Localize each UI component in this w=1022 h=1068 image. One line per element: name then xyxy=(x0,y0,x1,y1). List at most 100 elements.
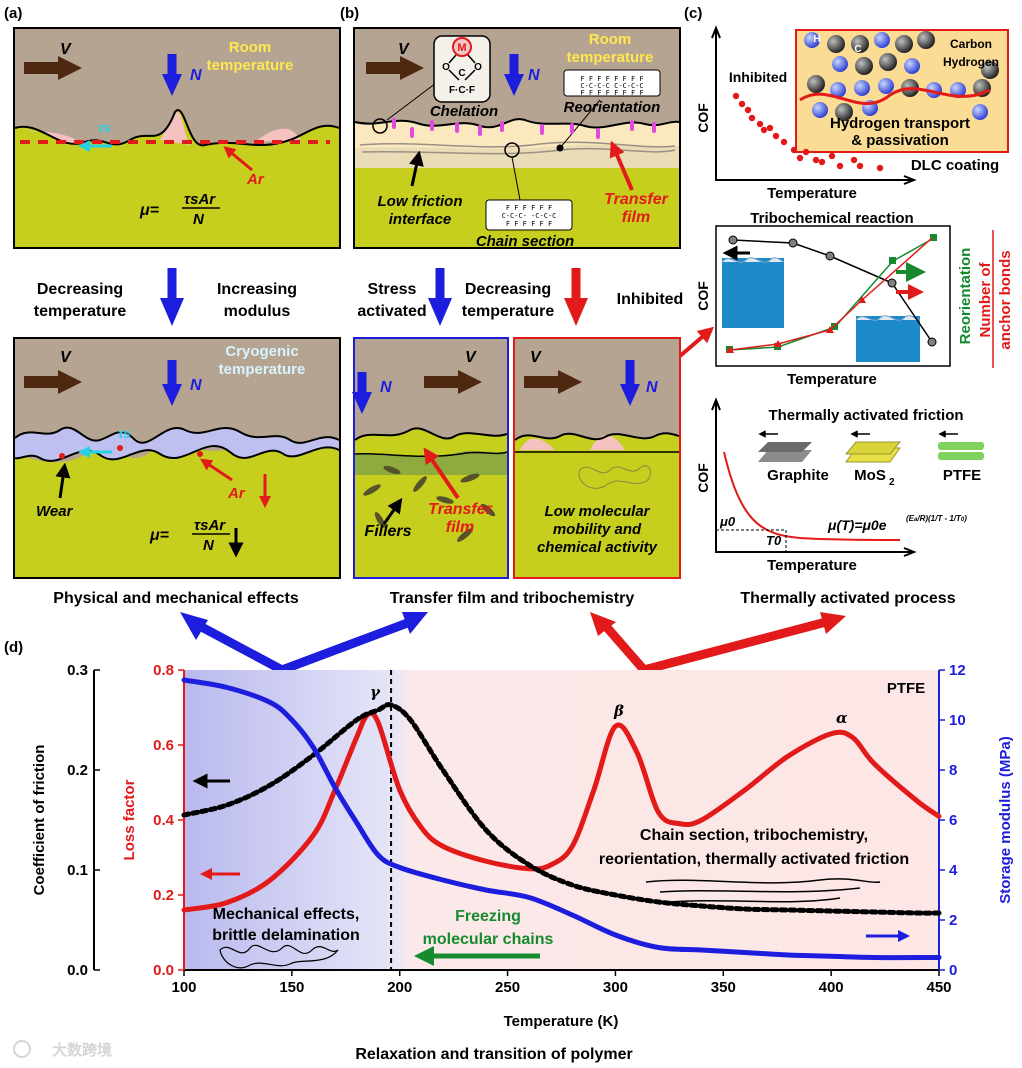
panel-b-label: (b) xyxy=(340,5,359,22)
watermark: 大数跨境 xyxy=(13,1040,112,1059)
c1-data-point xyxy=(796,154,804,162)
c1-data-point xyxy=(836,162,844,170)
cof-tick-label: 0.3 xyxy=(67,662,88,679)
panel-a-bottom-temp2: temperature xyxy=(219,361,306,378)
chart-ylabel-cof: Coefficient of friction xyxy=(31,745,48,896)
panel-c1-ylabel: COF xyxy=(695,103,711,133)
panel-c2 xyxy=(715,225,994,368)
panel-c3 xyxy=(711,397,984,557)
panel-a-left-text-1: Decreasing xyxy=(37,281,123,298)
svg-text:F F F F F F: F F F F F F xyxy=(506,204,552,212)
chart-ylabel-modulus: Storage modulus (MPa) xyxy=(997,736,1014,904)
loss-tick-label: 0.2 xyxy=(153,887,174,904)
c1-data-point xyxy=(772,132,780,140)
panel-c2-number-of: Number of xyxy=(977,261,994,337)
c1-data-point xyxy=(812,156,820,164)
panel-c1-inset-c: C xyxy=(854,44,861,55)
chart-freeze-2: molecular chains xyxy=(423,931,554,948)
modulus-tick-label: 2 xyxy=(949,912,957,929)
c1-data-point xyxy=(756,120,764,128)
peak-beta: β xyxy=(613,702,624,720)
panel-b-bottom-left xyxy=(352,337,509,579)
panel-b-low-friction-1: Low friction xyxy=(378,193,463,210)
c1-data-point xyxy=(790,146,798,154)
panel-b-caption: Transfer film and tribochemistry xyxy=(390,590,635,607)
panel-b-chelation: Chelation xyxy=(430,103,498,120)
cof-line xyxy=(181,702,942,916)
hydrogen-atom xyxy=(904,58,920,74)
panel-a-caption: Physical and mechanical effects xyxy=(53,590,299,607)
panel-b-top: F F F F F F F F C-C-C-C C-C-C-C F F F F … xyxy=(353,27,681,249)
panel-b-decreasing-1: Decreasing xyxy=(465,281,551,298)
panel-b-br-v: V xyxy=(530,349,542,366)
modulus-tick-label: 4 xyxy=(949,862,958,879)
x-tick-label: 450 xyxy=(926,979,951,996)
panel-a-top-tau: τs xyxy=(98,120,111,135)
panel-a-top-mu: μ= xyxy=(139,202,159,219)
panel-b-transfer-2: film xyxy=(622,209,650,226)
panel-c1-hydrogen: Hydrogen xyxy=(943,55,999,69)
modulus-tick-label: 10 xyxy=(949,712,966,729)
panel-a-top-v: V xyxy=(60,41,72,58)
panel-c3-ptfe: PTFE xyxy=(943,467,981,484)
panel-a-bottom-wear: Wear xyxy=(36,503,74,520)
loss-tick-label: 0.4 xyxy=(153,812,175,829)
panel-b-bottom-right xyxy=(513,337,681,579)
panel-c3-title: Thermally activated friction xyxy=(768,407,963,424)
panel-d-label: (d) xyxy=(4,639,23,656)
panel-b-bl-n: N xyxy=(380,379,392,396)
panel-a-left-text-2: temperature xyxy=(34,303,127,320)
panel-b-br-text-1: Low molecular xyxy=(544,503,650,520)
panel-a-bottom-mu: μ= xyxy=(149,527,169,544)
chelation-oxygen-1: O xyxy=(442,62,450,73)
modulus-tick-label: 12 xyxy=(949,662,966,679)
c1-data-point xyxy=(744,106,752,114)
panel-b-bl-transfer-2: film xyxy=(446,519,474,536)
modulus-tick-label: 8 xyxy=(949,762,957,779)
panel-a-bottom-frac-den: N xyxy=(203,537,215,554)
c1-data-point xyxy=(732,92,740,100)
x-tick-label: 250 xyxy=(495,979,520,996)
hydrogen-atom xyxy=(878,78,894,94)
panel-b-br-text-3: chemical activity xyxy=(537,539,658,556)
peak-alpha: α xyxy=(836,709,848,727)
svg-text:F F F F F F F F: F F F F F F F F xyxy=(580,75,643,83)
carbon-atom xyxy=(981,61,999,79)
carbon-atom xyxy=(827,35,845,53)
panel-b-bl-transfer-1: Transfer xyxy=(428,501,493,518)
panel-b-arrows xyxy=(428,268,715,358)
panel-b-transfer-1: Transfer xyxy=(604,191,669,208)
carbon-atom xyxy=(879,53,897,71)
panel-a-bottom-n: N xyxy=(190,377,202,394)
panel-c2-xlabel: Temperature xyxy=(787,371,877,388)
panel-c1-inhibited: Inhibited xyxy=(729,69,787,85)
connector-arrows xyxy=(180,612,846,675)
panel-b-top-v: V xyxy=(398,41,410,58)
chart-region-right-2: reorientation, thermally activated frict… xyxy=(599,851,909,868)
chelation-oxygen-2: O xyxy=(474,62,482,73)
panel-b-br-n: N xyxy=(646,379,658,396)
hydrogen-atom xyxy=(874,32,890,48)
modulus-tick-label: 0 xyxy=(949,962,957,979)
panel-b-br-text-2: mobility and xyxy=(553,521,642,538)
panel-c1-inset-text-1: Hydrogen transport xyxy=(830,115,970,132)
x-tick-label: 200 xyxy=(387,979,412,996)
panel-a-bottom-ar: Ar xyxy=(227,485,246,502)
panel-c1-carbon: Carbon xyxy=(950,37,992,51)
c1-data-point xyxy=(738,100,746,108)
panel-a-top-n: N xyxy=(190,67,202,84)
panel-b-inhibited: Inhibited xyxy=(617,291,684,308)
svg-text:C-C-C-C C-C-C-C: C-C-C-C C-C-C-C xyxy=(580,82,643,90)
c1-data-point xyxy=(780,138,788,146)
loss-tick-label: 0.0 xyxy=(153,962,174,979)
chart-xlabel: Temperature (K) xyxy=(504,1013,619,1030)
panel-b-low-friction-2: interface xyxy=(389,211,452,228)
svg-text:C-C-C- -C-C-C: C-C-C- -C-C-C xyxy=(502,212,557,220)
svg-text:F F F F F F: F F F F F F xyxy=(506,220,552,228)
panel-c3-mos2-sub: 2 xyxy=(889,477,895,488)
panel-a-bottom-frac-num: τsAr xyxy=(194,517,226,534)
panel-b-fillers: Fillers xyxy=(364,523,411,540)
modulus-tick-label: 6 xyxy=(949,812,957,829)
panel-b-top-temp1: Room xyxy=(589,31,632,48)
panel-c3-t0: T0 xyxy=(766,533,782,548)
